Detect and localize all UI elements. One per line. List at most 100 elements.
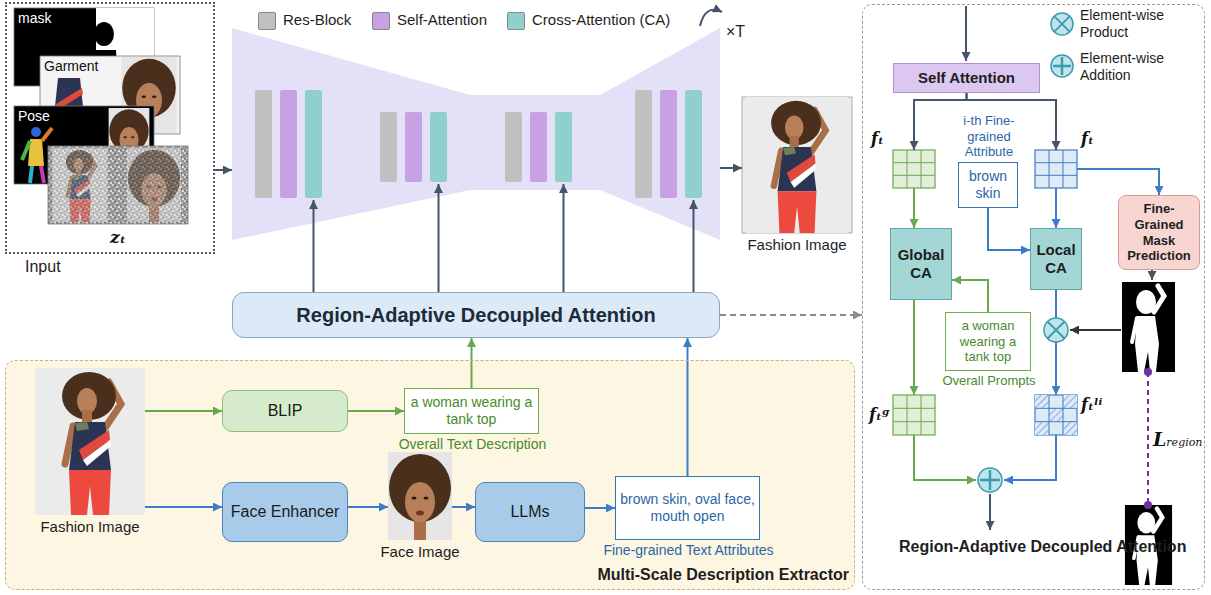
attribute-box: brown skin, oval face, mouth openFine-gr…	[615, 476, 760, 540]
llm-box: LLMs	[475, 482, 585, 542]
text-holder: Region-Adaptive Decoupled Attention	[899, 537, 1083, 556]
text-holder: a woman wearing a tank top	[408, 394, 535, 428]
unet-blocks	[530, 112, 547, 182]
garment-frame: Garment	[40, 56, 180, 134]
feature-grid	[1035, 150, 1077, 188]
product-symbol	[1054, 16, 1070, 32]
box-label: fₜ	[1081, 129, 1107, 148]
box-label: Pose	[18, 108, 88, 125]
legend-swatch	[258, 12, 276, 30]
box-label: Input	[25, 257, 95, 276]
box-content: a woman wearing a tank top	[946, 313, 1030, 370]
box-content: Face Enhancer	[223, 483, 347, 541]
unet-blocks	[660, 90, 677, 198]
text-holder: fₜᵍ	[869, 405, 893, 424]
feature-grid	[893, 395, 935, 435]
unet-blocks	[685, 90, 702, 198]
addition-symbol	[980, 470, 1000, 490]
fashion-photo	[35, 368, 145, 515]
text-holder: Garment	[44, 58, 134, 75]
unet-shape	[232, 28, 720, 240]
box-label: zₜ	[98, 227, 138, 247]
feature-grid: fₜᵍ	[893, 395, 935, 435]
latent-frame: zₜ	[48, 146, 188, 224]
text-holder: brown skin	[962, 168, 1014, 202]
region-loss-line	[1144, 368, 1152, 376]
text-holder: Pose	[18, 108, 88, 125]
box-label: Self Attention	[918, 69, 1015, 87]
caption-box: a woman wearing a tank topOverall Text D…	[404, 388, 539, 434]
prompt-box: a woman wearing a tank topOverall Prompt…	[945, 312, 1031, 371]
feature-grid	[1035, 150, 1077, 188]
flow-arrow	[1070, 329, 1121, 331]
flow-arrow	[989, 494, 991, 530]
input-panel: maskGarmentPosezₜInput	[5, 2, 215, 254]
text-holder: Fashion Image	[732, 236, 862, 254]
region-loss-line	[1144, 368, 1152, 509]
feature-grid	[1035, 422, 1049, 435]
box-label: Garment	[44, 58, 134, 75]
loss-label: Lregion	[1153, 428, 1202, 451]
output-photo	[746, 97, 848, 233]
connector-arrow	[687, 338, 689, 476]
mask-image	[1122, 282, 1175, 585]
pose-image	[31, 127, 41, 137]
box-label: LLMs	[510, 502, 549, 521]
connector-arrow	[348, 410, 404, 412]
box-label: Overall Prompts	[941, 373, 1037, 389]
text-holder: Element-wise Addition	[1080, 50, 1185, 84]
face-photo	[388, 452, 452, 540]
pose-image	[42, 128, 52, 141]
output-image: Fashion Image	[742, 97, 852, 233]
noisy-latent-image	[52, 148, 107, 222]
attention-feed-arrow	[438, 184, 440, 292]
feature-grid	[1035, 395, 1049, 408]
unet-blocks	[555, 112, 572, 182]
text-holder: Cross-Attention (CA)	[532, 11, 702, 29]
product-symbol	[1048, 322, 1065, 339]
box-label: ×T	[726, 22, 762, 41]
text-holder: Self-Attention	[397, 11, 507, 29]
legend-swatch	[507, 12, 525, 30]
text-holder: i-th Fine-grained Attribute	[943, 113, 1035, 160]
text-holder: Local CA	[1034, 241, 1078, 277]
connector-arrow	[215, 169, 232, 171]
box-label: brown skin, oval face, mouth open	[619, 491, 756, 525]
extractor-ground	[5, 360, 855, 590]
connector-arrow	[914, 93, 967, 150]
box-label: Fashion Image	[20, 518, 160, 536]
fashion-photo	[35, 368, 145, 515]
box-label: fₜˡⁱ	[1081, 395, 1111, 414]
text-holder: Face Image	[370, 543, 470, 561]
feature-grid	[1063, 422, 1077, 435]
text-holder: mask	[18, 10, 88, 27]
connector-arrow	[145, 506, 222, 508]
product-symbol	[1044, 13, 1073, 342]
connector-arrow	[952, 280, 988, 312]
connector-arrow	[988, 208, 1030, 250]
feature-grid	[1049, 408, 1063, 421]
flow-arrow	[965, 6, 967, 61]
box-content: LLMs	[476, 483, 584, 541]
box-content: brown skin	[959, 163, 1017, 207]
unet-blocks	[255, 90, 702, 198]
box-label: fₜ	[871, 129, 893, 148]
self-attention-box: Self Attention	[893, 63, 1040, 93]
text-holder: Face Enhancer	[231, 502, 340, 521]
box-label: Region-Adaptive Decoupled Attention	[296, 303, 655, 327]
pose-image	[22, 141, 30, 160]
box-label: i-th Fine-grained Attribute	[943, 113, 1035, 160]
pose-image	[30, 166, 32, 183]
text-holder: a woman wearing a tank top	[949, 318, 1027, 365]
unet-blocks	[405, 112, 422, 182]
box-label: fₜᵍ	[869, 405, 893, 424]
unet-shape	[232, 28, 720, 240]
text-holder: Overall Text Description	[378, 436, 568, 453]
connector-arrow	[720, 314, 862, 316]
rada-detail-panel: Self Attention fₜ fₜ brown skin i-th Fine-gr…	[862, 4, 1205, 590]
text-holder: Overall Prompts	[941, 373, 1037, 389]
addition-symbol	[1051, 55, 1073, 77]
box-content: Self Attention	[894, 64, 1039, 92]
box-label: a woman wearing a tank top	[949, 318, 1027, 365]
feature-grid	[893, 150, 935, 188]
